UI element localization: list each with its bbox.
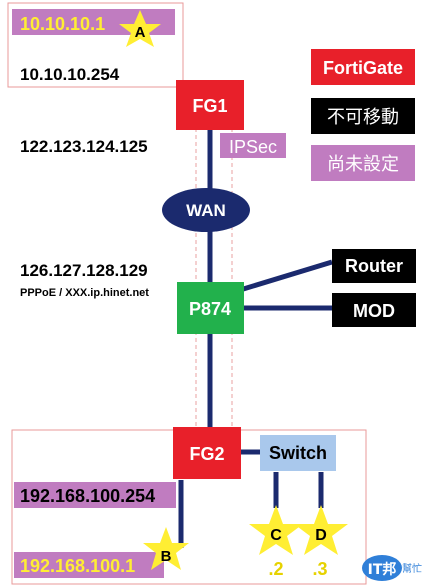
star-c-label: C [270,527,282,544]
star-b-label: B [161,548,172,565]
fg1-label: FG1 [192,96,227,116]
top-site-boundary [7,2,184,88]
switch-label: Switch [269,443,327,463]
star-d-label: D [315,527,327,544]
bottom-gateway-ip: 192.168.100.254 [20,486,155,506]
wan-cloud [162,188,250,232]
switch-node [260,435,336,471]
ip-d-suffix: .3 [312,559,327,579]
ipsec-tag [220,133,286,158]
legend-fixed-label: 不可移動 [327,107,399,128]
top-lan-ip: 10.10.10.1 [20,14,105,34]
star-a-label: A [135,24,146,41]
watermark-brand: IT邦 [368,561,397,578]
fg1-wan-ip: 122.123.124.125 [20,137,148,156]
fg1-node [176,80,244,130]
pppoe-note: PPPoE / XXX.ip.hinet.net [20,287,149,299]
legend-not-configured-label: 尚未設定 [327,154,399,175]
star-d-icon [294,505,348,555]
legend-fortigate-label: FortiGate [323,58,403,78]
top-gateway-ip: 10.10.10.254 [20,65,120,84]
fg2-label: FG2 [189,444,224,464]
router-label: Router [345,256,403,276]
p874-router-link [239,259,333,293]
legend-not-configured [311,145,415,181]
fg2-node [173,427,241,479]
ipsec-label: IPSec [229,137,277,157]
host-ip-bg [14,552,164,578]
p874-label: P874 [189,299,231,319]
star-a-icon [119,10,161,47]
wan-label: WAN [186,201,226,220]
router-node [332,249,416,283]
watermark-sub: 幫忙 [402,562,422,575]
p874-ip: 126.127.128.129 [20,261,148,280]
star-b-icon [143,527,189,570]
host-ip: 192.168.100.1 [20,556,135,576]
mod-node [332,293,416,327]
ithome-watermark-logo: IT邦 幫忙 [362,555,422,581]
gateway-ip-bg [14,482,176,508]
star-c-icon [249,505,303,555]
p874-node [177,282,244,334]
ip-c-suffix: .2 [268,559,283,579]
mod-label: MOD [353,301,395,321]
legend-fortigate [311,49,415,85]
legend-fixed [311,98,415,134]
